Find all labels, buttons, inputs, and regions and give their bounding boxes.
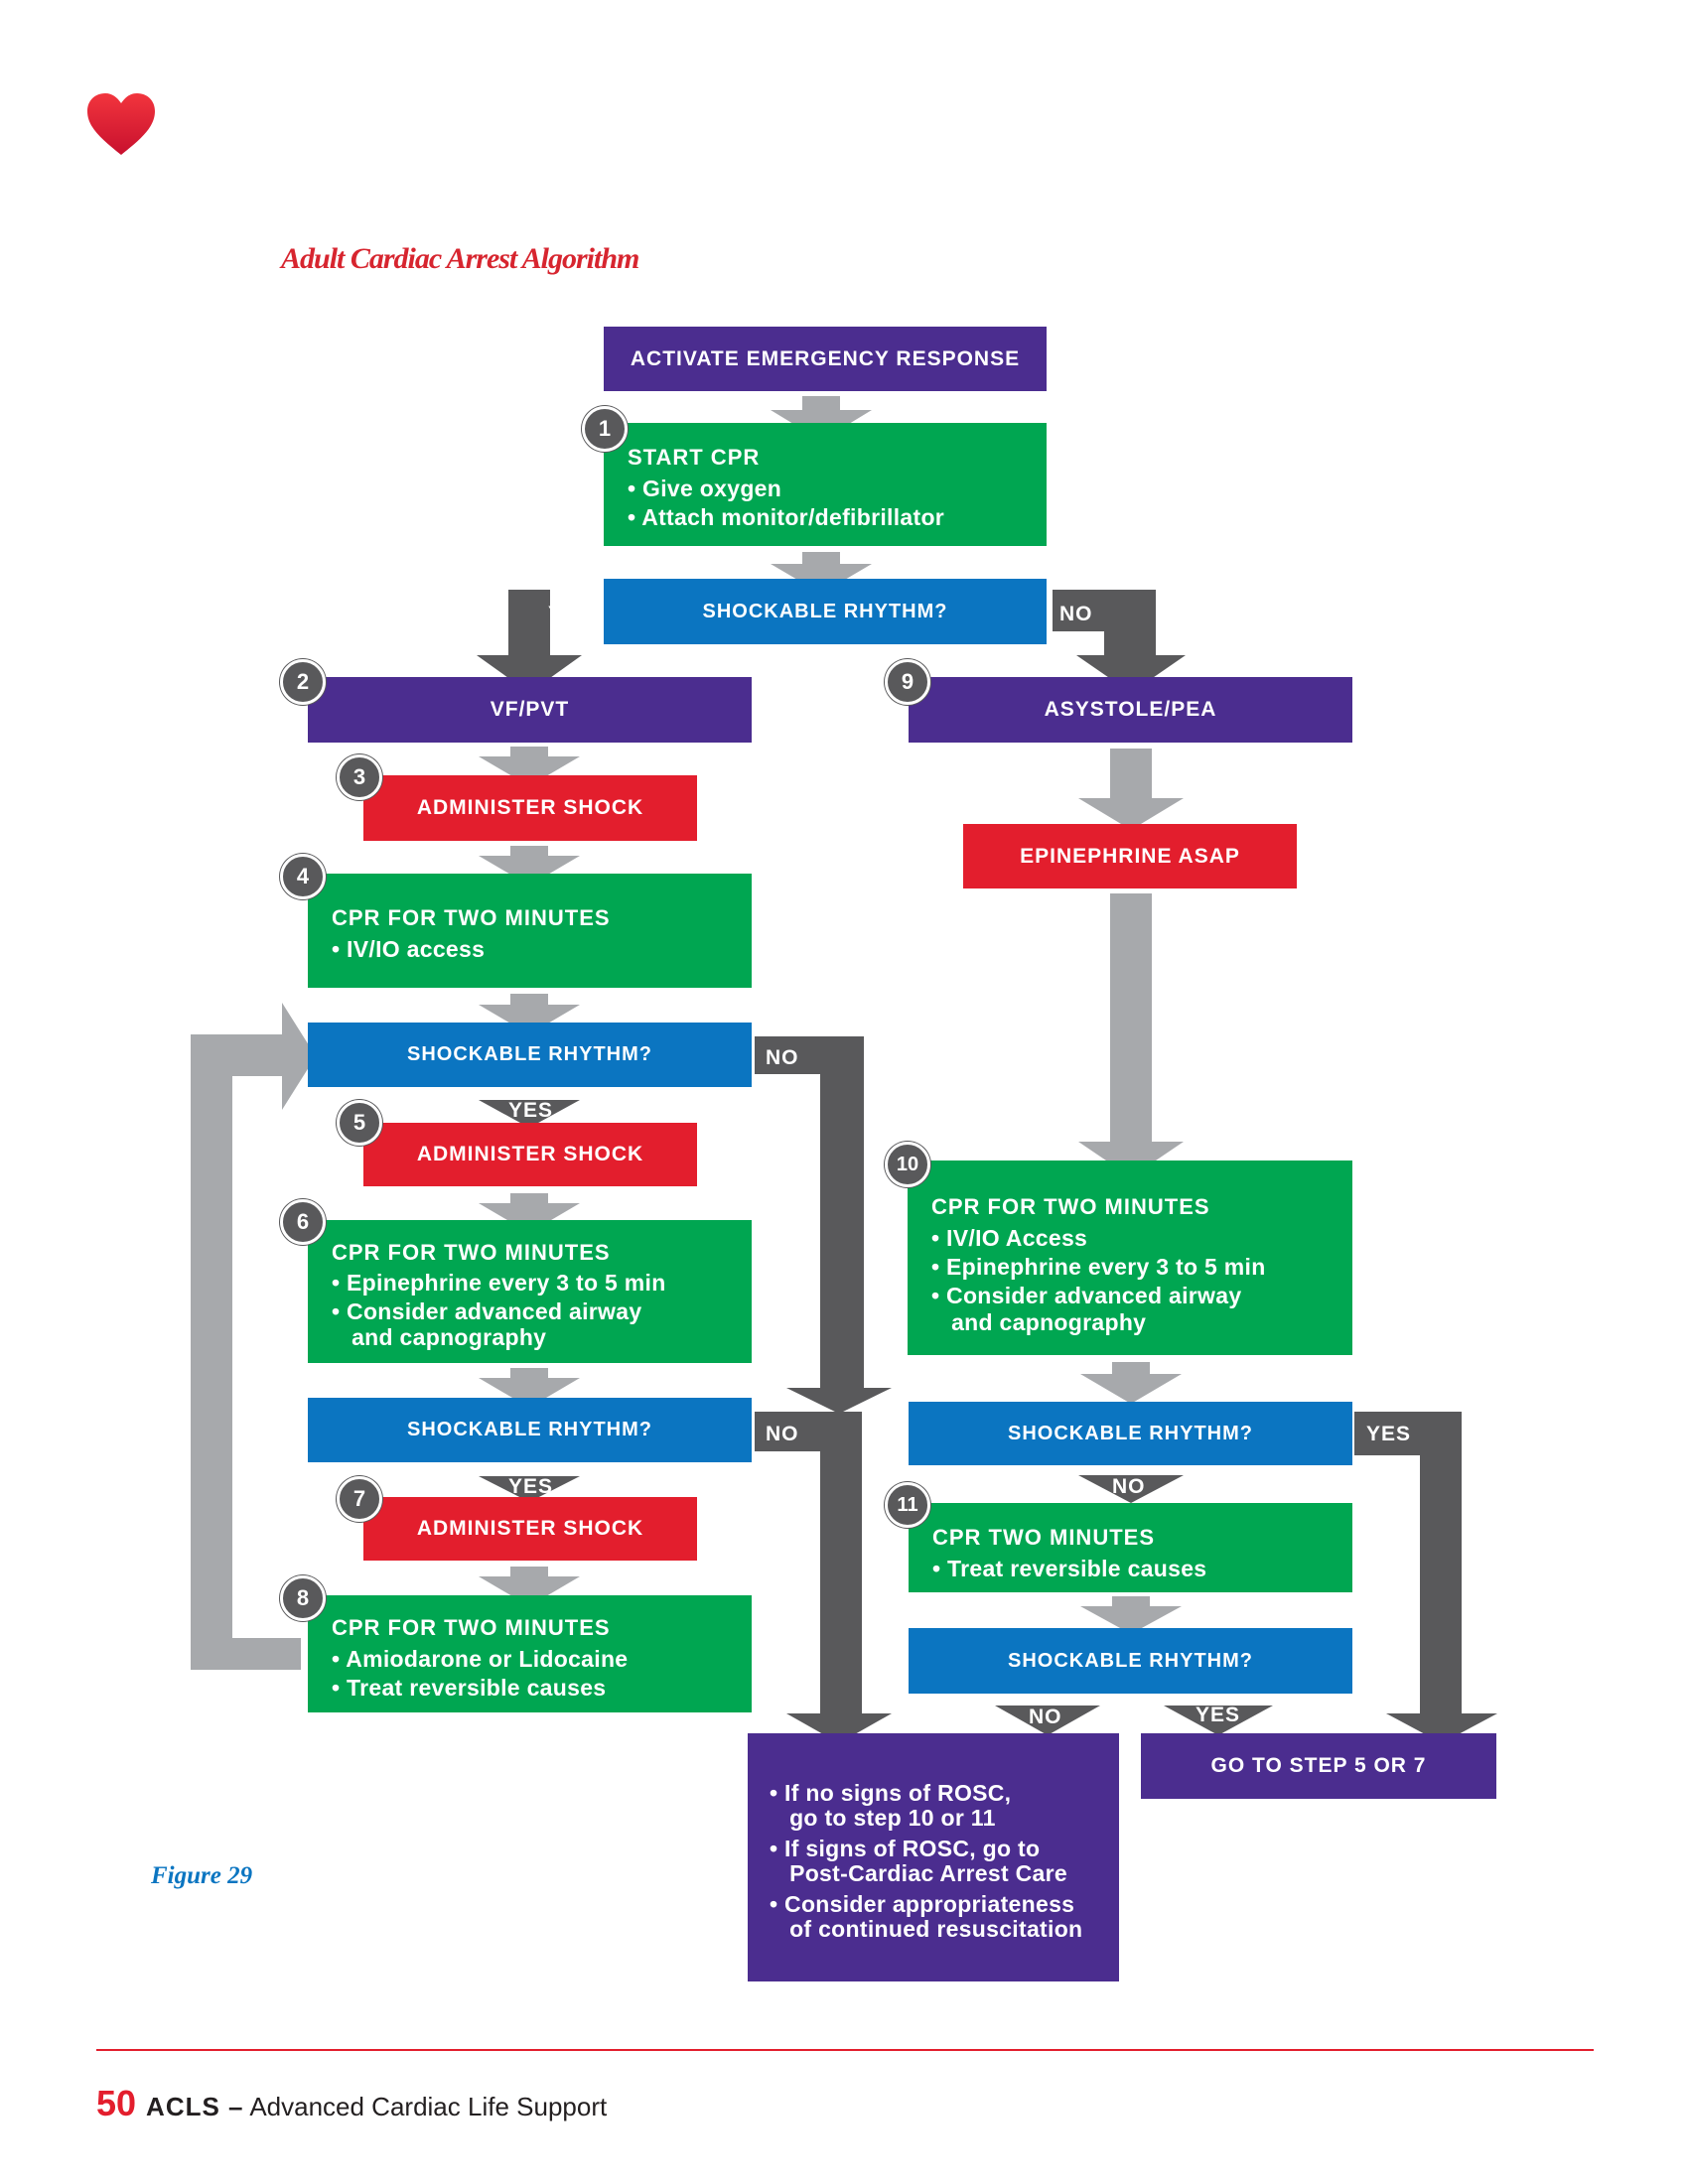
final-item: • If no signs of ROSC,: [770, 1780, 1012, 1806]
cpr-box-4: CPR FOR TWO MINUTES • IV/IO access: [308, 874, 752, 988]
label-no-left-2: NO: [766, 1423, 799, 1445]
arrow-no-to-asystole: [1053, 590, 1186, 693]
final-item: of continued resuscitation: [770, 1916, 1083, 1942]
epinephrine-asap-box: EPINEPHRINE ASAP: [963, 824, 1297, 888]
shockable-rhythm-box-left-1: SHOCKABLE RHYTHM?: [308, 1023, 752, 1087]
vf-pvt-box: VF/PVT: [308, 677, 752, 743]
footer-divider: [96, 2049, 1594, 2051]
arrow-vfpvt-to-shock: [479, 747, 580, 786]
label-no-final: NO: [1029, 1706, 1062, 1728]
arrow-cpr11-to-shockable: [1080, 1596, 1182, 1634]
administer-shock-box-3: ADMINISTER SHOCK: [363, 775, 697, 841]
footer-brand: ACLS –: [146, 2092, 244, 2121]
administer-shock-box-5: ADMINISTER SHOCK: [363, 1123, 697, 1186]
step-badge-7: 7: [337, 1476, 382, 1522]
start-cpr-item: • Give oxygen: [628, 476, 782, 501]
page-footer: 50 ACLS – Advanced Cardiac Life Support: [96, 2083, 607, 2124]
activate-emergency-response-box: ACTIVATE EMERGENCY RESPONSE: [604, 327, 1047, 391]
arrow-no-left-column-1: [755, 1036, 892, 1414]
cpr-4-item: • IV/IO access: [332, 936, 486, 962]
label-no-left-1: NO: [766, 1046, 799, 1069]
step-badge-6: 6: [280, 1199, 326, 1245]
arrow-no-left-column-2: [755, 1412, 892, 1743]
cpr-box-11: CPR TWO MINUTES • Treat reversible cause…: [909, 1503, 1352, 1592]
arrow-loop-back: [191, 1003, 316, 1670]
final-item: Post-Cardiac Arrest Care: [770, 1860, 1067, 1886]
arrow-yes-to-goto: [1164, 1706, 1273, 1735]
go-to-step-box: GO TO STEP 5 OR 7: [1141, 1733, 1496, 1799]
cpr-6-item: • Epinephrine every 3 to 5 min: [332, 1270, 666, 1296]
label-yes-goto: YES: [1196, 1704, 1241, 1726]
start-cpr-box: START CPR • Give oxygen • Attach monitor…: [604, 423, 1047, 546]
arrow-cpr10-to-shockable: [1080, 1362, 1182, 1404]
shockable-rhythm-box-left-2: SHOCKABLE RHYTHM?: [308, 1398, 752, 1462]
page-number: 50: [96, 2083, 137, 2123]
arrow-cpr4-to-shockable: [479, 994, 580, 1034]
arrow-shock3-to-cpr4: [479, 846, 580, 886]
start-cpr-heading: START CPR: [628, 445, 761, 470]
arrow-no-to-cpr11: [1078, 1475, 1184, 1503]
footer-subtitle: Advanced Cardiac Life Support: [249, 2092, 608, 2121]
cpr-8-item: • Treat reversible causes: [332, 1675, 607, 1701]
cpr-box-8: CPR FOR TWO MINUTES • Amiodarone or Lido…: [308, 1595, 752, 1712]
arrow-epi-to-cpr10: [1078, 893, 1184, 1177]
cpr-box-10: CPR FOR TWO MINUTES • IV/IO Access • Epi…: [908, 1160, 1352, 1355]
step-badge-10: 10: [885, 1142, 930, 1187]
cpr-8-item: • Amiodarone or Lidocaine: [332, 1646, 629, 1672]
step-badge-9: 9: [885, 659, 930, 705]
label-no-cpr11: NO: [1112, 1475, 1146, 1498]
arrow-yes-to-shock7: [479, 1476, 580, 1502]
step-badge-2: 2: [280, 659, 326, 705]
cpr-10-item: • IV/IO Access: [931, 1225, 1088, 1251]
final-item: • Consider appropriateness: [770, 1891, 1075, 1917]
cpr-10-item: • Epinephrine every 3 to 5 min: [931, 1254, 1266, 1280]
step-badge-4: 4: [280, 854, 326, 899]
cpr-10-heading: CPR FOR TWO MINUTES: [931, 1194, 1210, 1219]
final-item: • If signs of ROSC, go to: [770, 1836, 1041, 1861]
label-no-1: NO: [1059, 603, 1093, 625]
arrow-activate-to-cpr: [771, 396, 872, 441]
arrow-yes-to-vfpvt: [477, 590, 602, 693]
step-badge-1: 1: [582, 406, 628, 452]
step-badge-8: 8: [280, 1575, 326, 1621]
heart-icon: [87, 93, 155, 155]
label-yes-shock7: YES: [508, 1475, 554, 1498]
figure-label: Figure 29: [151, 1862, 253, 1889]
step-badge-11: 11: [885, 1482, 930, 1528]
start-cpr-item: • Attach monitor/defibrillator: [628, 504, 945, 530]
administer-shock-box-7: ADMINISTER SHOCK: [363, 1497, 697, 1561]
shockable-rhythm-box-right-1: SHOCKABLE RHYTHM?: [909, 1402, 1352, 1465]
shockable-rhythm-box-right-2: SHOCKABLE RHYTHM?: [909, 1628, 1352, 1694]
step-badge-5: 5: [337, 1100, 382, 1146]
arrow-no-to-final: [995, 1706, 1100, 1735]
arrow-yes-right-column: [1354, 1412, 1497, 1743]
arrow-shock7-to-cpr8: [479, 1567, 580, 1606]
label-yes-shock5: YES: [508, 1099, 554, 1122]
cpr-10-item: and capnography: [931, 1309, 1147, 1335]
cpr-8-heading: CPR FOR TWO MINUTES: [332, 1615, 611, 1640]
label-yes-1: YES: [548, 603, 594, 625]
arrow-shock5-to-cpr6: [479, 1193, 580, 1233]
arrow-cpr6-to-shockable: [479, 1368, 580, 1408]
arrow-yes-to-shock5: [479, 1100, 580, 1128]
cpr-4-heading: CPR FOR TWO MINUTES: [332, 905, 611, 930]
arrow-cpr-to-shockable: [771, 552, 872, 594]
label-yes-right: YES: [1366, 1423, 1412, 1445]
final-outcome-box: • If no signs of ROSC, go to step 10 or …: [748, 1733, 1119, 1981]
cpr-10-item: • Consider advanced airway: [931, 1283, 1242, 1308]
step-badge-3: 3: [337, 754, 382, 800]
final-item: go to step 10 or 11: [770, 1805, 996, 1831]
cpr-box-6: CPR FOR TWO MINUTES • Epinephrine every …: [308, 1220, 752, 1363]
cpr-11-heading: CPR TWO MINUTES: [932, 1525, 1155, 1550]
cpr-6-item: and capnography: [332, 1324, 547, 1350]
shockable-rhythm-box-1: SHOCKABLE RHYTHM?: [604, 579, 1047, 644]
asystole-pea-box: ASYSTOLE/PEA: [909, 677, 1352, 743]
page-title: Adult Cardiac Arrest Algorithm: [281, 242, 639, 275]
cpr-6-heading: CPR FOR TWO MINUTES: [332, 1240, 611, 1265]
cpr-6-item: • Consider advanced airway: [332, 1298, 642, 1324]
cpr-11-item: • Treat reversible causes: [932, 1556, 1207, 1581]
arrow-asystole-to-epi: [1078, 749, 1184, 830]
